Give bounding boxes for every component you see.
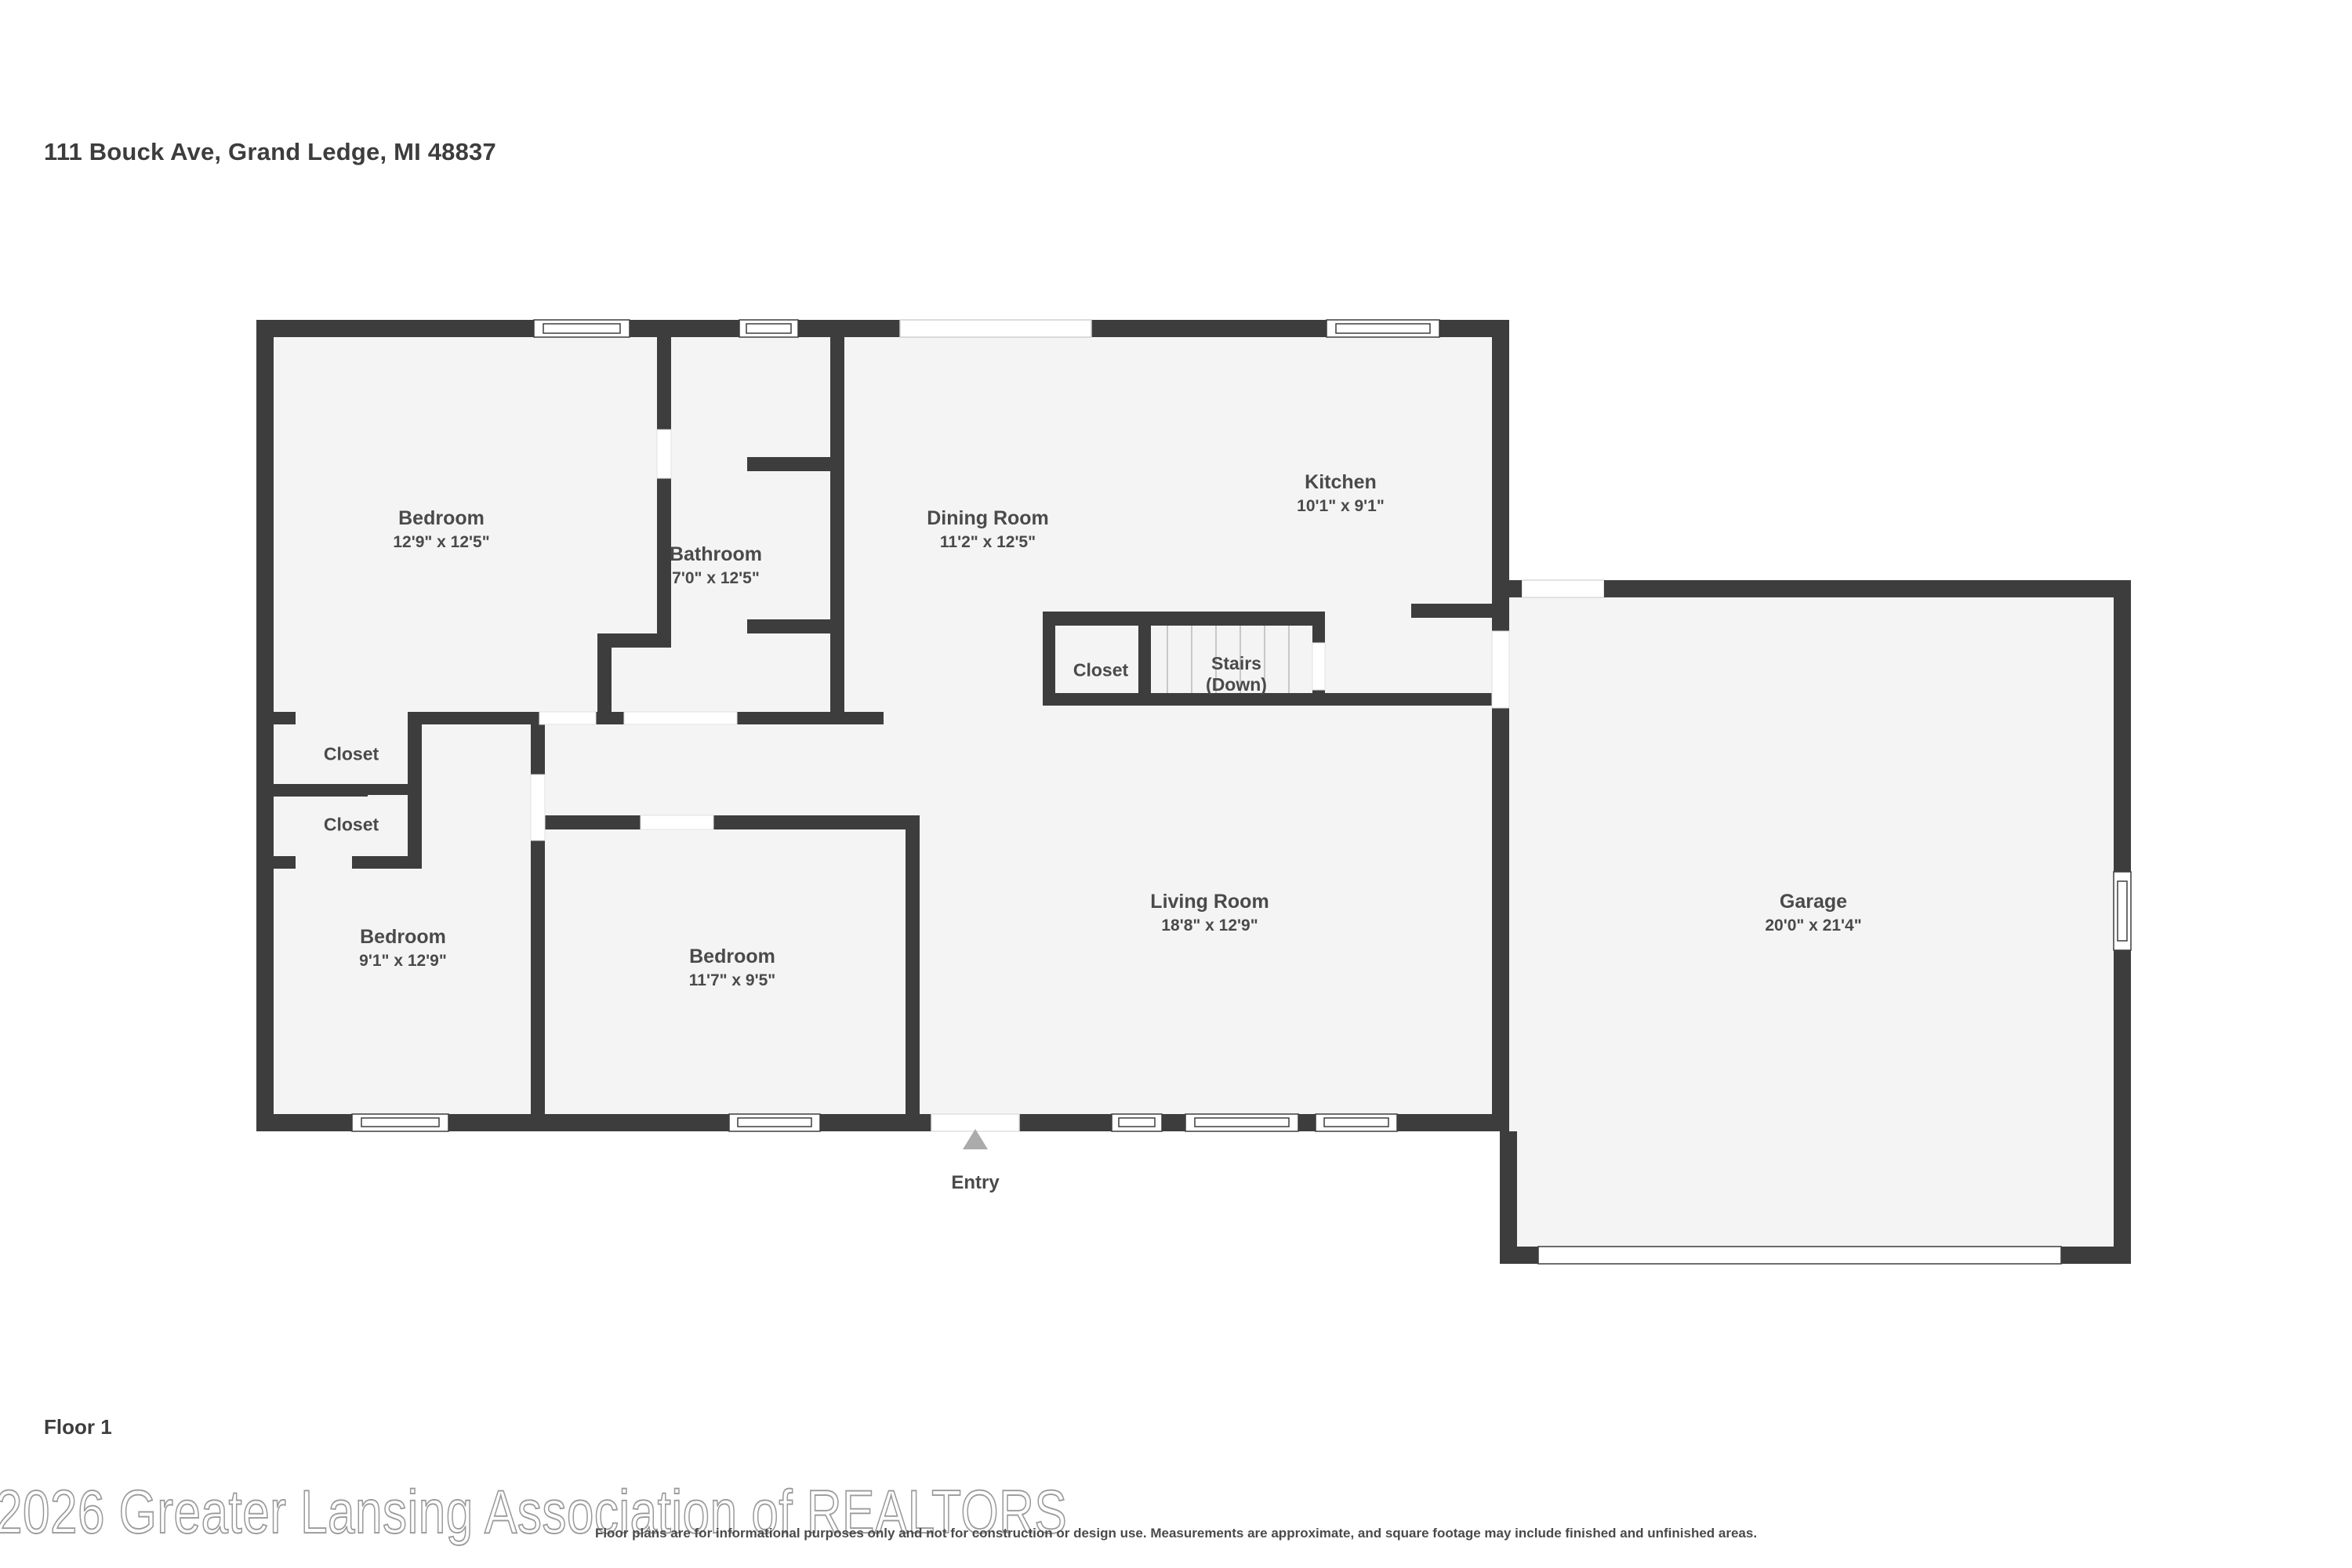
floor-caption: Floor 1: [44, 1415, 112, 1439]
window-bottom-bedroom-mid: [728, 1113, 821, 1132]
window-bottom-living-2: [1185, 1113, 1299, 1132]
window-bottom-living-1: [1111, 1113, 1163, 1132]
window-top-bedroom: [533, 319, 630, 338]
disclaimer: Floor plans are for informational purpos…: [594, 1526, 1758, 1541]
door-hall-vertical: [530, 774, 546, 841]
window-top-bathroom: [739, 319, 799, 338]
entry-triangle-icon: [963, 1129, 988, 1149]
garage-walls: [1500, 580, 2131, 1264]
page-title: 111 Bouck Ave, Grand Ledge, MI 48837: [44, 138, 496, 165]
stair-treads: [1167, 626, 1290, 693]
door-hall-to-bath: [539, 711, 597, 725]
window-garage-right: [2113, 871, 2132, 951]
entry-label: Entry: [951, 1172, 1000, 1193]
window-bottom-living-3: [1315, 1113, 1398, 1132]
garage-overhead-door: [1537, 1246, 2062, 1265]
door-garage-to-house: [1491, 630, 1510, 709]
window-top-kitchen: [1326, 319, 1440, 338]
watermark: 2026 Greater Lansing Association of REAL…: [0, 1478, 1068, 1547]
window-bottom-bedroom-left: [351, 1113, 449, 1132]
slider-door-dining: [899, 319, 1092, 338]
door-stairs-landing: [1312, 642, 1326, 691]
windows: [351, 319, 2132, 1265]
door-hall-2: [623, 711, 738, 725]
door-bedroom-mid: [640, 815, 714, 830]
walls: [256, 320, 1509, 1131]
room-fills: [256, 320, 2131, 1264]
door-bedroom-master: [656, 429, 672, 479]
garage-entry-opening-top: [1521, 579, 1605, 598]
